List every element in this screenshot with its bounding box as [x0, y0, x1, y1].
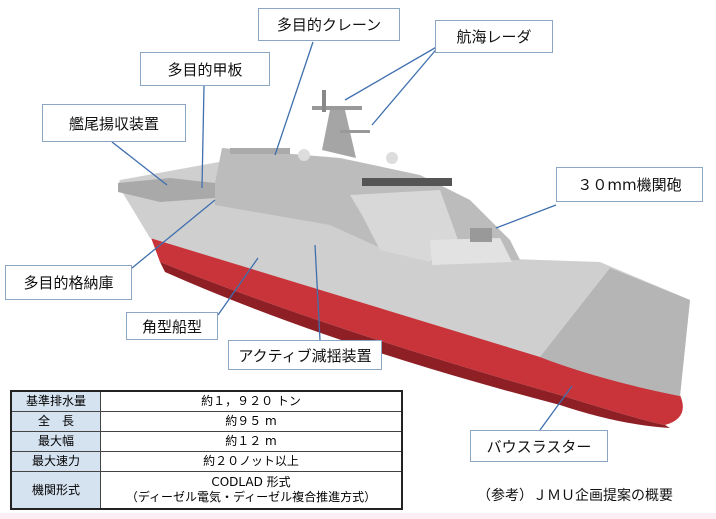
spec-value: 約１２ m	[100, 431, 403, 452]
table-row: 最大速力約２０ノット以上	[10, 451, 403, 472]
label-gun: ３０mm機関砲	[556, 167, 703, 202]
label-bow-thruster: バウスラスター	[470, 430, 608, 462]
spec-value: 約９５ m	[100, 411, 403, 432]
label-radar: 航海レーダ	[435, 20, 553, 53]
leader-lines	[111, 41, 573, 431]
table-row: 基準排水量約１，９２０ トン	[10, 390, 403, 412]
label-hull-form: 角型船型	[126, 312, 218, 340]
spec-value: CODLAD 形式（ディーゼル電気・ディーゼル複合推進方式）	[100, 471, 403, 510]
spec-label: 全 長	[10, 411, 101, 432]
table-row: 最大幅約１２ m	[10, 431, 403, 452]
caption: （参考）ＪＭＵ企画提案の概要	[477, 488, 673, 504]
ship-side	[118, 160, 690, 396]
label-stern-recovery: 艦尾揚収装置	[42, 104, 186, 142]
ship-hull	[150, 235, 683, 425]
mast	[322, 110, 356, 158]
bottom-band	[0, 513, 716, 519]
spec-value: 約２０ノット以上	[100, 451, 403, 472]
spec-value: 約１，９２０ トン	[100, 390, 403, 412]
spec-table: 基準排水量約１，９２０ トン 全 長約９５ m 最大幅約１２ m 最大速力約２０…	[10, 390, 403, 510]
label-deck: 多目的甲板	[140, 52, 270, 86]
spec-label: 基準排水量	[10, 390, 101, 412]
spec-label: 最大幅	[10, 431, 101, 452]
spec-label: 機関形式	[10, 471, 101, 510]
label-crane: 多目的クレーン	[258, 8, 400, 41]
label-hangar: 多目的格納庫	[5, 265, 132, 300]
table-row: 全 長約９５ m	[10, 411, 403, 432]
label-stabilizer: アクティブ減揺装置	[228, 340, 382, 370]
spec-value-line1: CODLAD 形式	[211, 475, 291, 489]
spec-value-line2: （ディーゼル電気・ディーゼル複合推進方式）	[125, 490, 377, 504]
spec-label: 最大速力	[10, 451, 101, 472]
